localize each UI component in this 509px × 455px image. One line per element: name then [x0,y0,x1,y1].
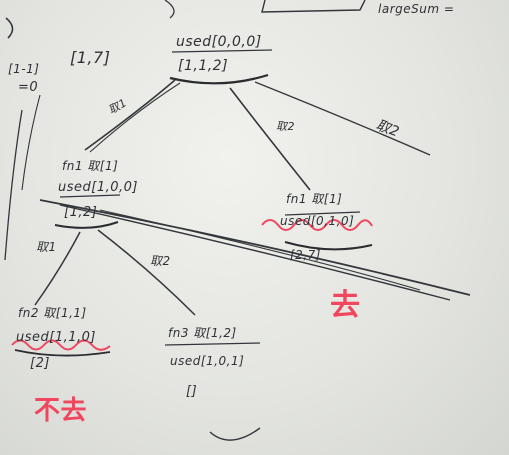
partial-path-label: [1,7] [70,48,111,67]
edge-a-c [34,231,81,306]
edge-label-a-left: 取1 [36,240,57,254]
node-c-used: used[1,1,0] [16,330,96,345]
node-a-path: [1,2] [64,205,98,220]
bottom-scribble [209,427,261,441]
red-wavy-underline-left [11,339,111,351]
node-d-path: [] [186,384,198,399]
far-left-path-label: [1-1] [8,62,40,76]
red-mark-skip-bottom: 不去 [34,396,88,426]
node-a-header: fn1 取[1] [62,159,119,173]
node-b-header: fn1 取[1] [286,192,343,206]
node-b-used: used[0,1,0] [280,214,355,228]
strike-line-2 [59,204,451,301]
edge-root-far-right [254,81,431,156]
top-right-box [261,0,366,13]
red-wavy-underline-right [261,219,373,231]
node-d-used: used[1,0,1] [170,354,245,368]
top-left-scribble [5,17,14,39]
edge-label-root-mid: 取2 [276,120,295,133]
top-scribble-curve [164,0,175,19]
node-a-used: used[1,0,0] [58,180,138,195]
edge-root-right [229,87,311,191]
node-c-path: [2] [30,356,50,371]
edge-a-d [97,229,196,316]
node-b-path: [2,7] [290,248,321,262]
strike-line-1 [39,199,471,296]
far-left-eq-label: =0 [18,80,39,95]
node-d-header: fn3 取[1,2] [168,326,237,340]
formula-largesum: largeSum = [378,2,455,16]
root-path-label: [1,1,2] [178,58,229,74]
edge-label-a-right: 取2 [150,254,171,268]
strike-line-3 [99,209,421,291]
node-c-header: fn2 取[1,1] [18,306,87,320]
far-left-line [4,109,23,261]
red-mark-skip-right: 去 [330,288,361,323]
edge-root-left [84,79,176,151]
root-used-label: used[0,0,0] [176,34,262,50]
